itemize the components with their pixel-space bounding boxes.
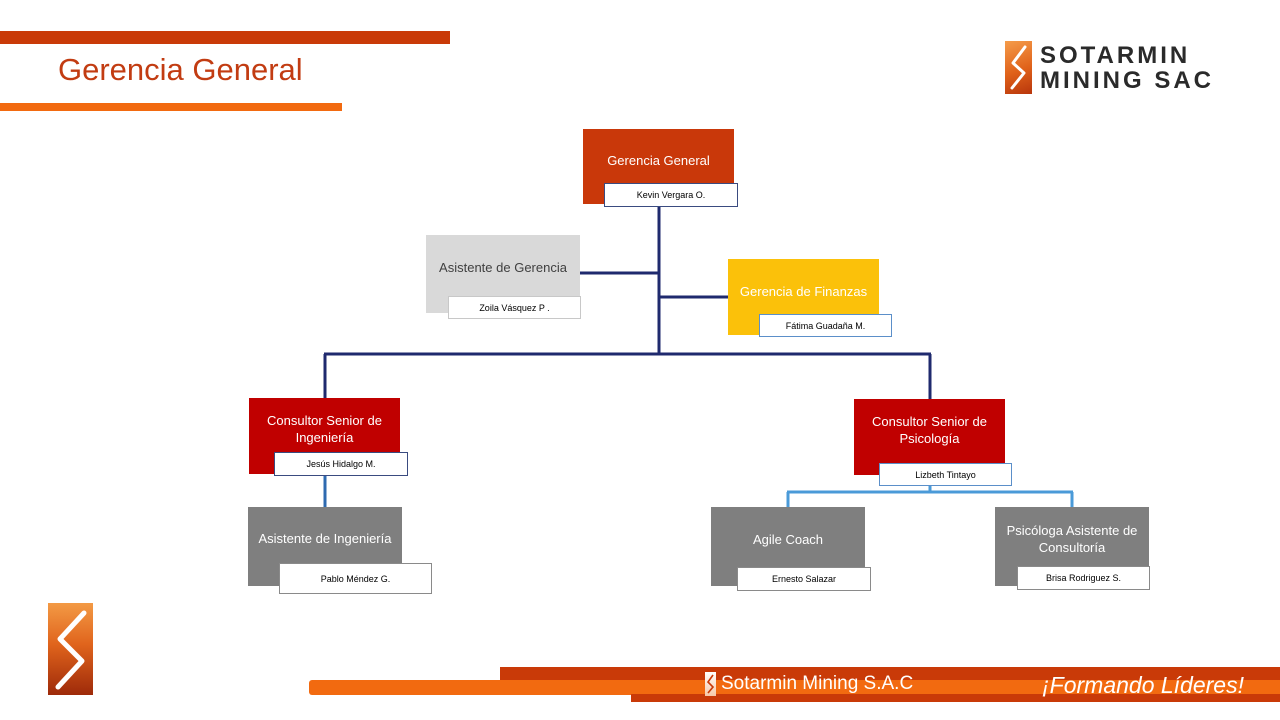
org-name-gerencia-general: Kevin Vergara O. (604, 183, 738, 207)
org-name-asistente-ingenieria: Pablo Méndez G. (279, 563, 432, 594)
logo-line-1: SOTARMIN (1040, 42, 1191, 69)
org-name-consultor-ingenieria: Jesús Hidalgo M. (274, 452, 408, 476)
org-name-psicologa-asistente: Brisa Rodriguez S. (1017, 566, 1150, 590)
org-title-asistente-gerencia: Asistente de Gerencia (439, 260, 567, 275)
org-title-gerencia-general: Gerencia General (607, 153, 710, 168)
logo-small-icon (48, 603, 93, 695)
footer-company-name: Sotarmin Mining S.A.C (721, 673, 914, 694)
org-name-asistente-gerencia: Zoila Vásquez P . (448, 296, 581, 319)
org-title-consultor-psicologia: Consultor Senior de Psicología (872, 414, 987, 446)
org-name-agile-coach: Ernesto Salazar (737, 567, 871, 591)
footer-logo-icon (705, 672, 716, 696)
org-title-agile-coach: Agile Coach (752, 532, 824, 547)
footer-bar-top (500, 667, 1280, 681)
header-bar-bottom (0, 103, 342, 111)
footer-bar-bottom (631, 694, 1280, 702)
logo-icon (1005, 41, 1032, 94)
logo-line-2: MINING SAC (1040, 67, 1214, 94)
footer-bar-main (309, 680, 1280, 695)
org-title-asistente-ingenieria: Asistente de Ingeniería (258, 531, 392, 546)
footer-slogan: ¡Formando Líderes! (1042, 672, 1244, 698)
org-title-gerencia-finanzas: Gerencia de Finanzas (739, 284, 868, 299)
org-title-psicologa-asistente: Psicóloga Asistente de Consultoría (1006, 523, 1138, 555)
org-name-gerencia-finanzas: Fátima Guadaña M. (759, 314, 892, 337)
company-logo: SOTARMIN MINING SAC (1040, 43, 1214, 93)
org-box-consultor-psicologia: Consultor Senior de Psicología (854, 399, 1005, 475)
org-title-consultor-ingenieria: Consultor Senior de Ingeniería (267, 413, 382, 445)
page-title: Gerencia General (58, 52, 303, 87)
header-bar-top (0, 31, 450, 44)
org-name-consultor-psicologia: Lizbeth Tintayo (879, 463, 1012, 486)
